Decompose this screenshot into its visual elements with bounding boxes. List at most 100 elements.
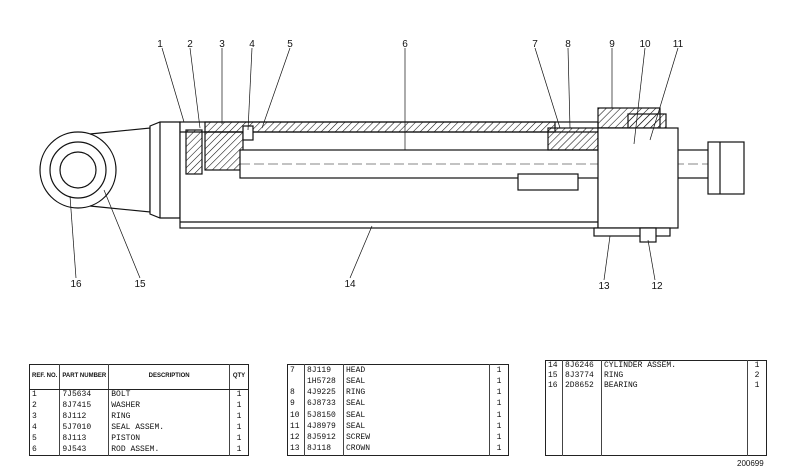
qty: 1 (496, 376, 502, 386)
description: SCREW (343, 432, 490, 444)
callout-3: 3 (219, 39, 225, 50)
rod-end (707, 141, 745, 195)
qty: 1 (496, 365, 502, 375)
part-number: 8J118 (304, 443, 344, 456)
part-number: 5J8150 (304, 409, 344, 422)
crown-housing (597, 127, 679, 229)
callout-8: 8 (565, 39, 571, 50)
callout-10: 10 (639, 39, 651, 50)
part-number: 8J7415 (59, 400, 110, 412)
part-number: 2D8652 (562, 381, 602, 391)
description: PISTON (108, 433, 230, 445)
qty: 1 (496, 421, 502, 431)
ref-no: 2 (29, 400, 61, 412)
description: HEAD (343, 364, 490, 377)
part-number: 4J9225 (304, 387, 344, 399)
callout-16: 16 (70, 279, 82, 290)
part-number: 6J8733 (304, 398, 344, 410)
part-number: 4J8979 (304, 421, 344, 433)
description: CROWN (343, 443, 490, 456)
callout-14: 14 (344, 279, 356, 290)
qty: 1 (236, 390, 242, 400)
bearing-outer (49, 141, 107, 199)
description: RING (601, 371, 748, 381)
callout-9: 9 (609, 39, 615, 50)
qty: 1 (496, 410, 502, 420)
ref-no: 6 (29, 444, 61, 456)
ref-no: 5 (29, 433, 61, 445)
ref-no: 13 (287, 443, 305, 456)
callout-4: 4 (249, 39, 255, 50)
description: ROD ASSEM. (108, 444, 230, 456)
qty: 1 (496, 444, 502, 454)
description: RING (108, 411, 230, 423)
description: BEARING (601, 381, 748, 391)
part-number: 8J5912 (304, 432, 344, 444)
qty: 1 (754, 361, 760, 370)
qty: 1 (236, 422, 242, 432)
drawing-number: 200699 (737, 459, 764, 468)
col-ref: REF. NO. (29, 364, 61, 390)
ref-no: 8 (287, 387, 305, 399)
qty: 1 (496, 399, 502, 409)
callout-2: 2 (187, 39, 193, 50)
qty: 1 (236, 444, 242, 454)
callout-7: 7 (532, 39, 538, 50)
ref-no: 7 (287, 364, 305, 377)
ref-no: 14 (545, 360, 563, 371)
description: SEAL ASSEM. (108, 422, 230, 434)
callout-13: 13 (598, 281, 610, 292)
part-number: 8J6246 (562, 360, 602, 371)
ref-no: 9 (287, 398, 305, 410)
col-qty: QTY (229, 364, 249, 390)
part-number: 8J3774 (562, 371, 602, 381)
part-number: 1H5728 (304, 376, 344, 388)
part-number: 8J119 (304, 364, 344, 377)
callout-15: 15 (134, 279, 146, 290)
ref-no: 10 (287, 409, 305, 422)
piston-section (204, 131, 244, 171)
rod-eye-outer (39, 131, 117, 209)
qty: 1 (754, 381, 760, 390)
qty: 1 (496, 388, 502, 398)
hydraulic-cylinder-drawing: 1 2 3 4 5 6 7 8 9 10 11 12 13 14 15 16 (39, 39, 745, 292)
col-description: DESCRIPTION (108, 364, 230, 390)
ref-no: 12 (287, 432, 305, 444)
ref-no: 1 (29, 389, 61, 401)
part-number: 5J7010 (59, 422, 110, 434)
description: WASHER (108, 400, 230, 412)
qty: 1 (236, 433, 242, 443)
qty: 2 (754, 371, 760, 380)
qty: 1 (236, 412, 242, 422)
description: CYLINDER ASSEM. (601, 360, 748, 371)
ref-no: 11 (287, 421, 305, 433)
bearing-inner (59, 151, 97, 189)
description: SEAL (343, 398, 490, 410)
table-header: REF. NO. PART NUMBER DESCRIPTION QTY (29, 364, 249, 390)
description: BOLT (108, 389, 230, 401)
ref-no: 4 (29, 422, 61, 434)
part-number: 8J112 (59, 411, 110, 423)
qty: 1 (496, 433, 502, 443)
ref-no: 16 (545, 381, 563, 391)
ref-no: 15 (545, 371, 563, 381)
part-number: 9J543 (59, 444, 110, 456)
qty: 1 (236, 401, 242, 411)
